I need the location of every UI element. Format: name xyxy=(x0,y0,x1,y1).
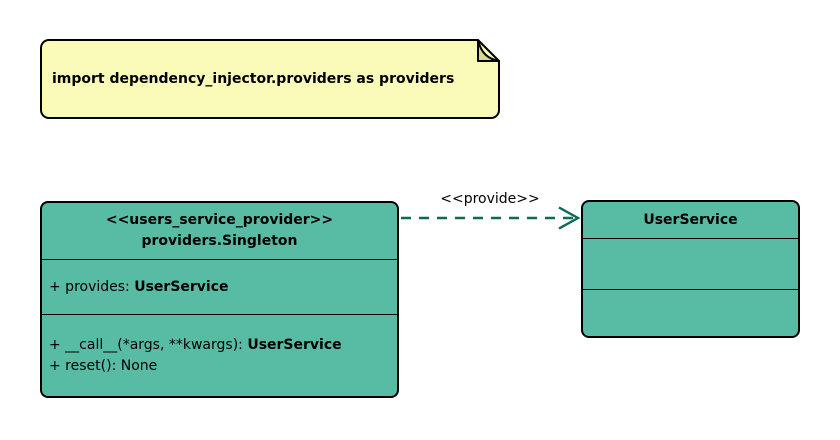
provider-class-name: providers.Singleton xyxy=(141,233,298,249)
attribute-provides: + provides: UserService xyxy=(49,278,229,295)
method-call: + __call__(*args, **kwargs): UserService xyxy=(49,336,342,353)
note-shape xyxy=(40,39,500,119)
service-class-header: UserService xyxy=(583,202,798,239)
provide-arrow-label: <<provide>> xyxy=(440,191,540,207)
method-reset: + reset(): None xyxy=(49,357,158,374)
provider-class-attributes: + provides: UserService xyxy=(42,260,397,315)
note-fold-icon xyxy=(477,39,500,62)
service-class-attributes-empty xyxy=(583,239,798,290)
service-class-methods-empty xyxy=(583,290,798,336)
note: import dependency_injector.providers as … xyxy=(40,39,500,119)
provider-class-header: <<users_service_provider>> providers.Sin… xyxy=(42,203,397,260)
provider-class-box: <<users_service_provider>> providers.Sin… xyxy=(40,201,399,398)
provider-class-methods: + __call__(*args, **kwargs): UserService… xyxy=(42,315,397,396)
service-class-name: UserService xyxy=(643,212,738,228)
arrow-head-icon xyxy=(558,206,581,230)
provider-class-stereotype: <<users_service_provider>> xyxy=(105,212,334,228)
service-class-box: UserService xyxy=(581,200,800,338)
note-text: import dependency_injector.providers as … xyxy=(52,71,455,87)
